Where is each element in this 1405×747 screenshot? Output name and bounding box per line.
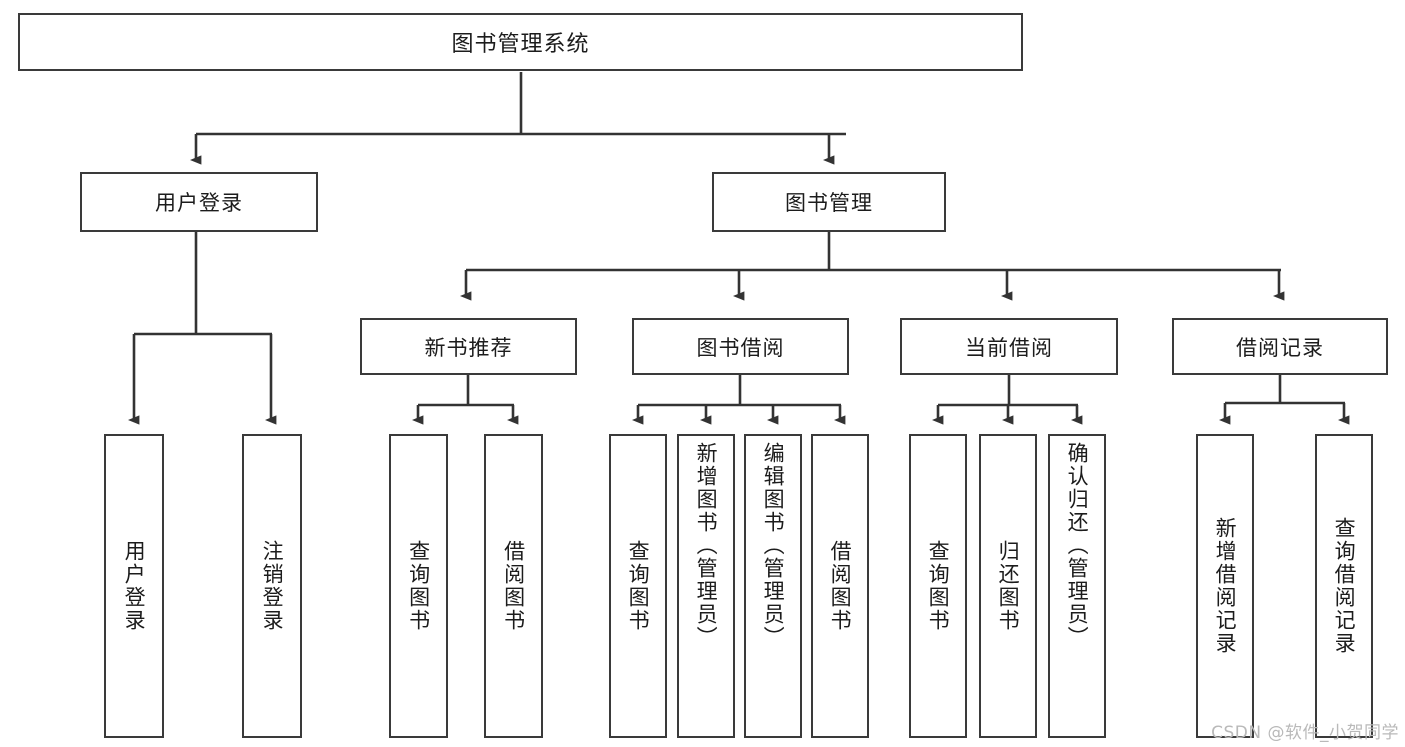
node-book-borrow[interactable]: 图书借阅	[632, 318, 849, 375]
node-root-label: 图书管理系统	[451, 32, 590, 57]
node-root[interactable]: 图书管理系统	[18, 13, 1023, 71]
leaf-label: 新增图书（管理员）	[694, 442, 719, 649]
leaf-label: 新增借阅记录	[1213, 517, 1238, 655]
node-book-management-label: 图书管理	[785, 191, 873, 215]
leaf-book-borrow-2[interactable]: 编辑图书（管理员）	[744, 434, 802, 738]
leaf-label: 编辑图书（管理员）	[761, 442, 786, 649]
node-current-borrow[interactable]: 当前借阅	[900, 318, 1118, 375]
leaf-label: 查询图书	[626, 540, 651, 632]
leaf-book-borrow-1[interactable]: 新增图书（管理员）	[677, 434, 735, 738]
node-user-login-label: 用户登录	[155, 191, 243, 215]
leaf-new-book-recommend-0[interactable]: 查询图书	[389, 434, 448, 738]
node-book-borrow-label: 图书借阅	[696, 335, 785, 360]
leaf-label: 查询图书	[926, 540, 951, 632]
node-borrow-record-label: 借阅记录	[1236, 335, 1324, 360]
leaf-new-book-recommend-1[interactable]: 借阅图书	[484, 434, 543, 738]
node-new-book-recommend-label: 新书推荐	[424, 335, 513, 360]
leaf-user-login-0[interactable]: 用户登录	[104, 434, 164, 738]
leaf-label: 查询图书	[406, 540, 431, 632]
node-current-borrow-label: 当前借阅	[965, 335, 1053, 360]
leaf-book-borrow-3[interactable]: 借阅图书	[811, 434, 869, 738]
leaf-user-login-1[interactable]: 注销登录	[242, 434, 302, 738]
leaf-current-borrow-2[interactable]: 确认归还（管理员）	[1048, 434, 1106, 738]
leaf-label: 用户登录	[122, 540, 147, 632]
leaf-label: 借阅图书	[501, 540, 526, 632]
leaf-current-borrow-0[interactable]: 查询图书	[909, 434, 967, 738]
leaf-label: 注销登录	[260, 540, 285, 632]
leaf-label: 归还图书	[996, 540, 1021, 632]
leaf-current-borrow-1[interactable]: 归还图书	[979, 434, 1037, 738]
leaf-borrow-record-1[interactable]: 查询借阅记录	[1315, 434, 1373, 738]
watermark: CSDN @软件_小贺同学	[1211, 723, 1399, 743]
node-user-login[interactable]: 用户登录	[80, 172, 318, 232]
leaf-label: 借阅图书	[828, 540, 853, 632]
leaf-label: 确认归还（管理员）	[1065, 442, 1090, 649]
node-new-book-recommend[interactable]: 新书推荐	[360, 318, 577, 375]
node-borrow-record[interactable]: 借阅记录	[1172, 318, 1388, 375]
leaf-label: 查询借阅记录	[1332, 517, 1357, 655]
leaf-borrow-record-0[interactable]: 新增借阅记录	[1196, 434, 1254, 738]
node-book-management[interactable]: 图书管理	[712, 172, 946, 232]
leaf-book-borrow-0[interactable]: 查询图书	[609, 434, 667, 738]
